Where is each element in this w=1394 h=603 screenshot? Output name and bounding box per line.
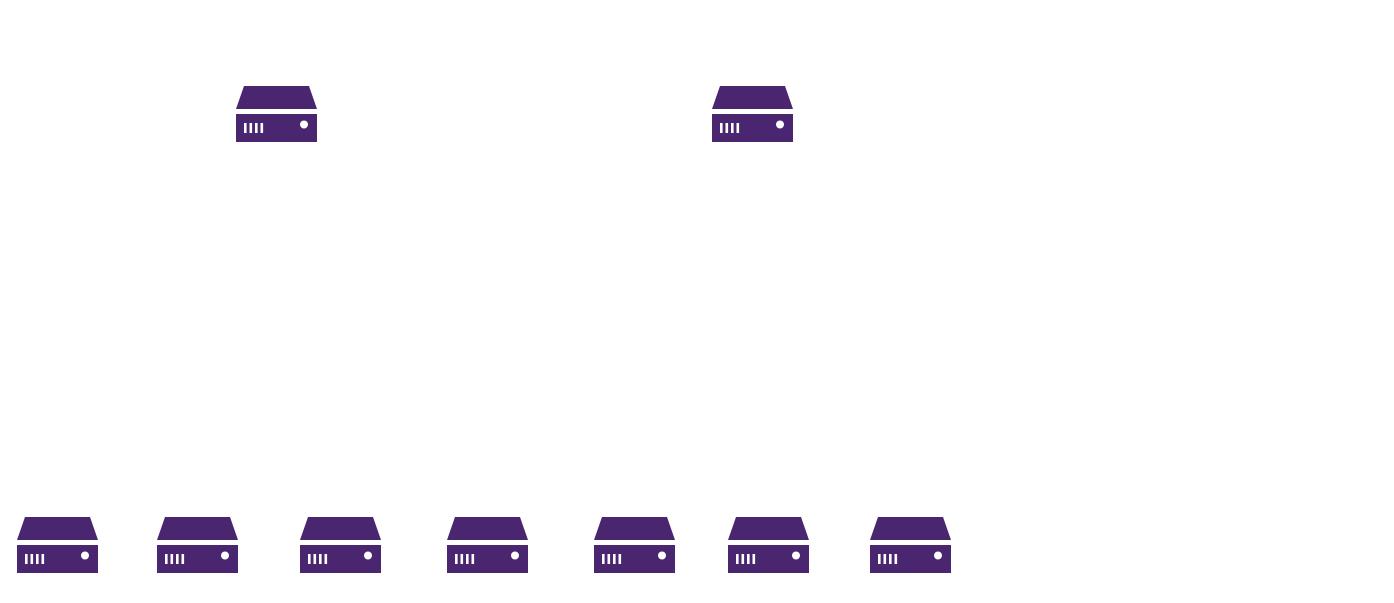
server-icon: [17, 517, 98, 573]
server-icon: [728, 517, 809, 573]
server-icon: [447, 517, 528, 573]
server-icon: [594, 517, 675, 573]
server-icon: [712, 86, 793, 142]
server-icon: [300, 517, 381, 573]
server-icon: [236, 86, 317, 142]
server-icon: [870, 517, 951, 573]
server-icon: [157, 517, 238, 573]
